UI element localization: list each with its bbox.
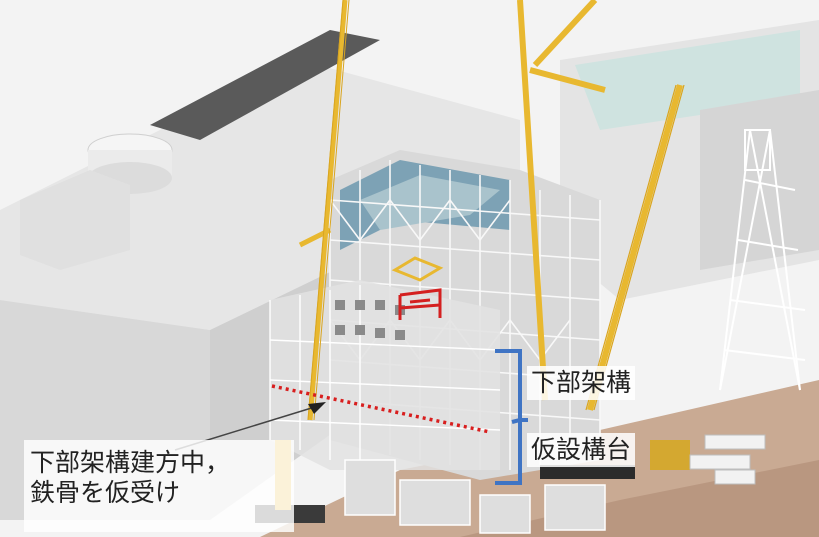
- crane-center: [517, 0, 606, 401]
- excavator: [650, 440, 690, 470]
- roof-strip: [150, 30, 380, 140]
- label-upper-structure: 下部架構: [527, 366, 636, 400]
- crane-right: [587, 84, 683, 411]
- callout-text: 下部架構建方中， 鉄骨を仮受け: [30, 448, 280, 507]
- ground-frames: [344, 459, 606, 534]
- crane-left: [298, 0, 348, 421]
- dotted-line: [271, 384, 491, 434]
- crane-base: [540, 465, 635, 479]
- callout-box: [24, 440, 294, 532]
- left-building: [0, 60, 520, 330]
- callout-line-2: 鉄骨を仮受け: [30, 477, 181, 507]
- callout-line-1: 下部架構建方中，: [30, 448, 231, 477]
- label-temporary-frame: 仮設構台: [527, 433, 636, 467]
- bracket-lower: [495, 420, 522, 485]
- red-frame: [398, 288, 442, 320]
- transmission-tower: [719, 129, 806, 391]
- yellow-frame: [391, 256, 444, 282]
